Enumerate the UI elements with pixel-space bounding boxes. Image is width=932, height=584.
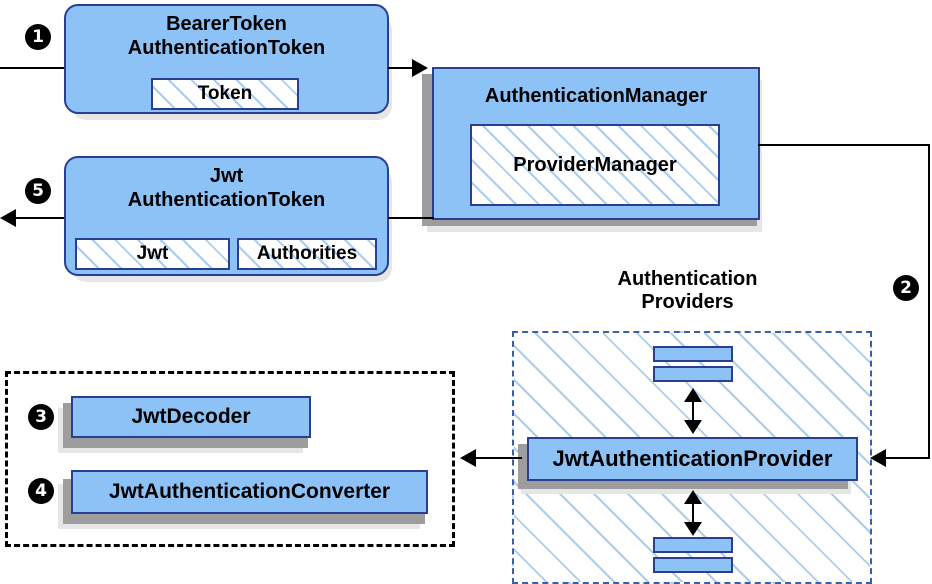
provider-placeholder-bar-top-1 <box>653 346 733 362</box>
arrow-bearer-token-to-auth-manager <box>412 59 428 77</box>
arrow-into-support-group <box>460 449 476 467</box>
arrow-down-top-providers <box>684 420 702 434</box>
arrow-output-left <box>0 209 16 227</box>
step-badge-2: 2 <box>893 275 919 301</box>
bearer-token-inner-token-box[interactable]: Token <box>151 78 299 110</box>
provider-placeholder-bar-bottom-1 <box>653 537 733 553</box>
connector-jwt-provider-to-support-group <box>476 457 522 459</box>
connector-bottom-providers-vertical <box>692 492 694 532</box>
provider-manager-label: ProviderManager <box>513 153 677 176</box>
authentication-providers-title: Authentication Providers <box>617 268 758 313</box>
arrow-down-bottom-providers <box>684 522 702 536</box>
connector-jwt-token-to-output <box>14 217 64 219</box>
jwt-label: Jwt <box>136 243 169 264</box>
arrow-up-bottom-providers <box>684 490 702 504</box>
jwt-authentication-converter-box[interactable]: JwtAuthenticationConverter <box>71 470 428 514</box>
jwt-decoder-box[interactable]: JwtDecoder <box>71 396 311 438</box>
jwt-token-title: Jwt AuthenticationToken <box>127 165 326 211</box>
arrow-into-jwt-provider <box>870 449 886 467</box>
step-badge-4: 4 <box>28 478 54 504</box>
bearer-token-title: BearerToken AuthenticationToken <box>127 13 326 59</box>
provider-placeholder-bar-top-2 <box>653 366 733 382</box>
connector-top-providers-vertical <box>692 390 694 430</box>
jwt-authentication-provider-label: JwtAuthenticationProvider <box>552 446 833 471</box>
connector-input-to-bearer-token <box>0 67 64 69</box>
jwt-authentication-converter-label: JwtAuthenticationConverter <box>108 480 391 503</box>
connector-right-vertical <box>928 144 930 459</box>
jwt-token-inner-jwt-box[interactable]: Jwt <box>75 238 230 270</box>
step-badge-3: 3 <box>28 404 54 430</box>
authentication-manager-title: AuthenticationManager <box>484 85 708 107</box>
step-badge-5: 5 <box>25 178 51 204</box>
step-badge-1: 1 <box>25 24 51 50</box>
arrow-up-top-providers <box>684 388 702 402</box>
connector-auth-manager-to-jwt-token <box>388 217 434 219</box>
jwt-authentication-provider-box[interactable]: JwtAuthenticationProvider <box>527 437 858 481</box>
provider-placeholder-bar-bottom-2 <box>653 557 733 573</box>
connector-bearer-token-to-auth-manager <box>388 67 418 69</box>
token-label: Token <box>197 83 253 104</box>
jwt-decoder-label: JwtDecoder <box>131 405 251 428</box>
connector-auth-manager-right-exit <box>758 144 930 146</box>
jwt-token-inner-authorities-box[interactable]: Authorities <box>237 238 377 270</box>
authorities-label: Authorities <box>256 243 358 264</box>
connector-right-to-jwt-provider <box>886 457 930 459</box>
auth-manager-inner-provider-manager-box[interactable]: ProviderManager <box>470 124 720 206</box>
